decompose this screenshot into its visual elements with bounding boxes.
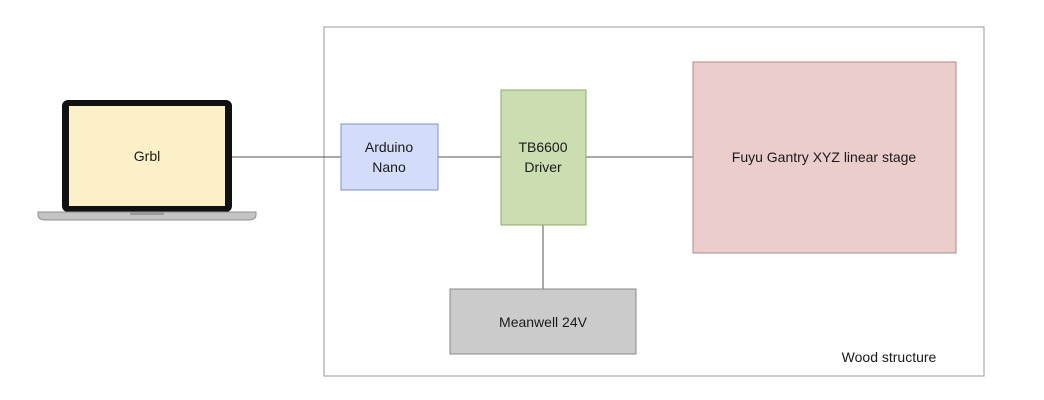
driver-label-line2: Driver <box>524 159 562 175</box>
laptop-base <box>37 211 257 221</box>
linear-stage-label: Fuyu Gantry XYZ linear stage <box>732 149 917 165</box>
power-supply-box <box>449 288 637 355</box>
linear-stage-box <box>692 61 957 254</box>
arduino-nano-box <box>340 123 439 191</box>
wood-structure-label: Wood structure <box>842 349 937 365</box>
arduino-label-line1: Arduino <box>365 139 413 155</box>
driver-label-line1: TB6600 <box>518 139 567 155</box>
laptop-hinge-notch <box>130 212 164 215</box>
laptop-icon <box>37 100 257 221</box>
laptop-screen <box>69 106 225 206</box>
tb6600-driver-box <box>500 89 587 226</box>
laptop-label: Grbl <box>134 148 160 164</box>
power-supply-label: Meanwell 24V <box>499 314 588 330</box>
arduino-label-line2: Nano <box>372 159 406 175</box>
